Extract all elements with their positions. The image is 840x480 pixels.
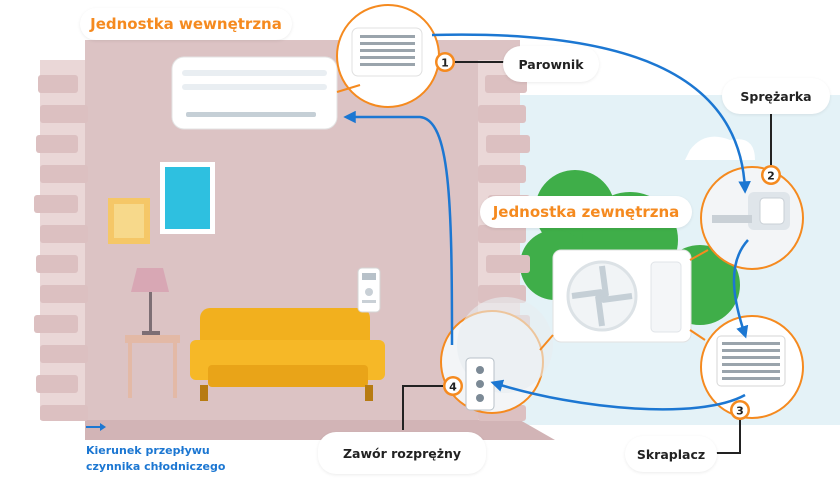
left-brick-wall (34, 60, 88, 421)
floor-lamp (131, 268, 169, 335)
legend-line-2: czynnika chłodniczego (86, 460, 226, 473)
cloud (685, 136, 755, 160)
outdoor-ac-unit (552, 249, 692, 343)
legend-arrow-icon (86, 423, 106, 431)
sofa (190, 308, 385, 401)
room-back-wall (85, 40, 520, 420)
flow-direction-legend: Kierunek przepływu czynnika chłodniczego (86, 443, 286, 475)
label-expansion-valve: Zawór rozprężny (318, 432, 486, 474)
badge-1: 1 (435, 52, 455, 72)
flow-arrow-evaporator-to-compressor (431, 33, 751, 194)
refrigerant-flow-arrows (343, 33, 751, 411)
label-compressor: Sprężarka (722, 78, 830, 114)
outdoor-unit-title: Jednostka zewnętrzna (480, 196, 692, 228)
badge-number: 4 (449, 381, 457, 394)
room-floor (85, 420, 555, 440)
badge-4: 4 (443, 376, 463, 396)
badge-number: 1 (441, 57, 449, 70)
evaporator-detail-circle (336, 4, 440, 108)
flow-arrow-condenser-to-valve (490, 379, 746, 411)
flow-arrow-compressor-to-condenser (732, 239, 749, 339)
condenser-detail-circle (700, 315, 804, 419)
indoor-unit-title: Jednostka wewnętrzna (80, 8, 292, 40)
badge-number: 3 (736, 405, 744, 418)
label-condenser: Skraplacz (625, 436, 717, 472)
badge-number: 2 (767, 170, 775, 183)
cloud (602, 30, 756, 90)
badge-2: 2 (761, 165, 781, 185)
compressor-detail-circle (700, 166, 804, 270)
indoor-ac-unit (171, 56, 338, 130)
legend-line-1: Kierunek przepływu (86, 444, 210, 457)
flow-arrow-valve-to-evaporator (343, 110, 454, 346)
side-table (125, 335, 180, 398)
expansion-valve-detail-circle (440, 297, 553, 414)
badge-3: 3 (730, 400, 750, 420)
label-evaporator: Parownik (503, 46, 599, 82)
remote-control (357, 267, 381, 313)
